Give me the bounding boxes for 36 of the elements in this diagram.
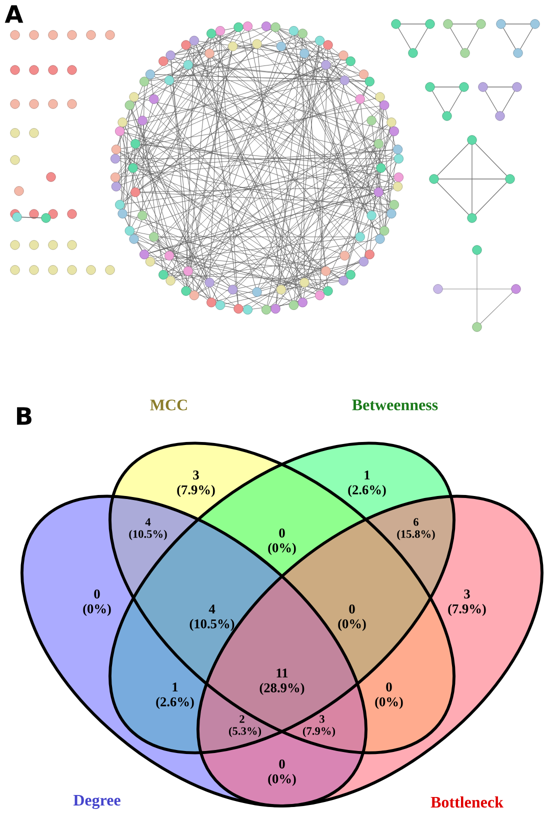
region-count: 1 [172,682,178,692]
region-count: (10.5%) [190,618,234,632]
region-count: (0%) [375,696,403,710]
region-count: 1 [364,470,370,480]
set-label: Bottleneck [430,796,504,808]
region-count: 3 [320,715,324,723]
region-count: (0%) [83,604,111,616]
region-count: (5.3%) [228,726,262,738]
region-count: (0%) [268,542,296,556]
region-count: 4 [208,604,216,614]
region-count: (7.9%) [302,726,336,738]
region-count: 3 [193,470,199,480]
panel-letter: B [17,407,32,425]
region-count: 0 [386,682,392,692]
region-count: (15.8%) [397,530,435,540]
region-count: 0 [279,528,285,538]
set-label: Betweenness [352,400,438,410]
region-count: (2.6%) [156,696,194,710]
region-count: (7.9%) [448,604,486,616]
set-label: Degree [73,794,120,809]
region-count: 2 [240,715,244,723]
region-count: (0%) [268,774,296,786]
region-count: (7.9%) [177,484,215,498]
region-count: 0 [349,604,355,614]
region-count: 0 [94,590,100,598]
region-count: 6 [414,518,418,526]
panel-letter: A [4,5,24,23]
region-count: 4 [145,518,151,526]
region-count: (0%) [338,618,366,632]
region-count: 3 [464,590,470,598]
region-count: (10.5%) [129,530,167,540]
set-label: MCC [150,400,187,410]
region-count: (2.6%) [348,484,386,498]
region-count: 0 [279,760,285,768]
region-count: (28.9%) [260,682,304,696]
region-count: 11 [276,668,288,678]
